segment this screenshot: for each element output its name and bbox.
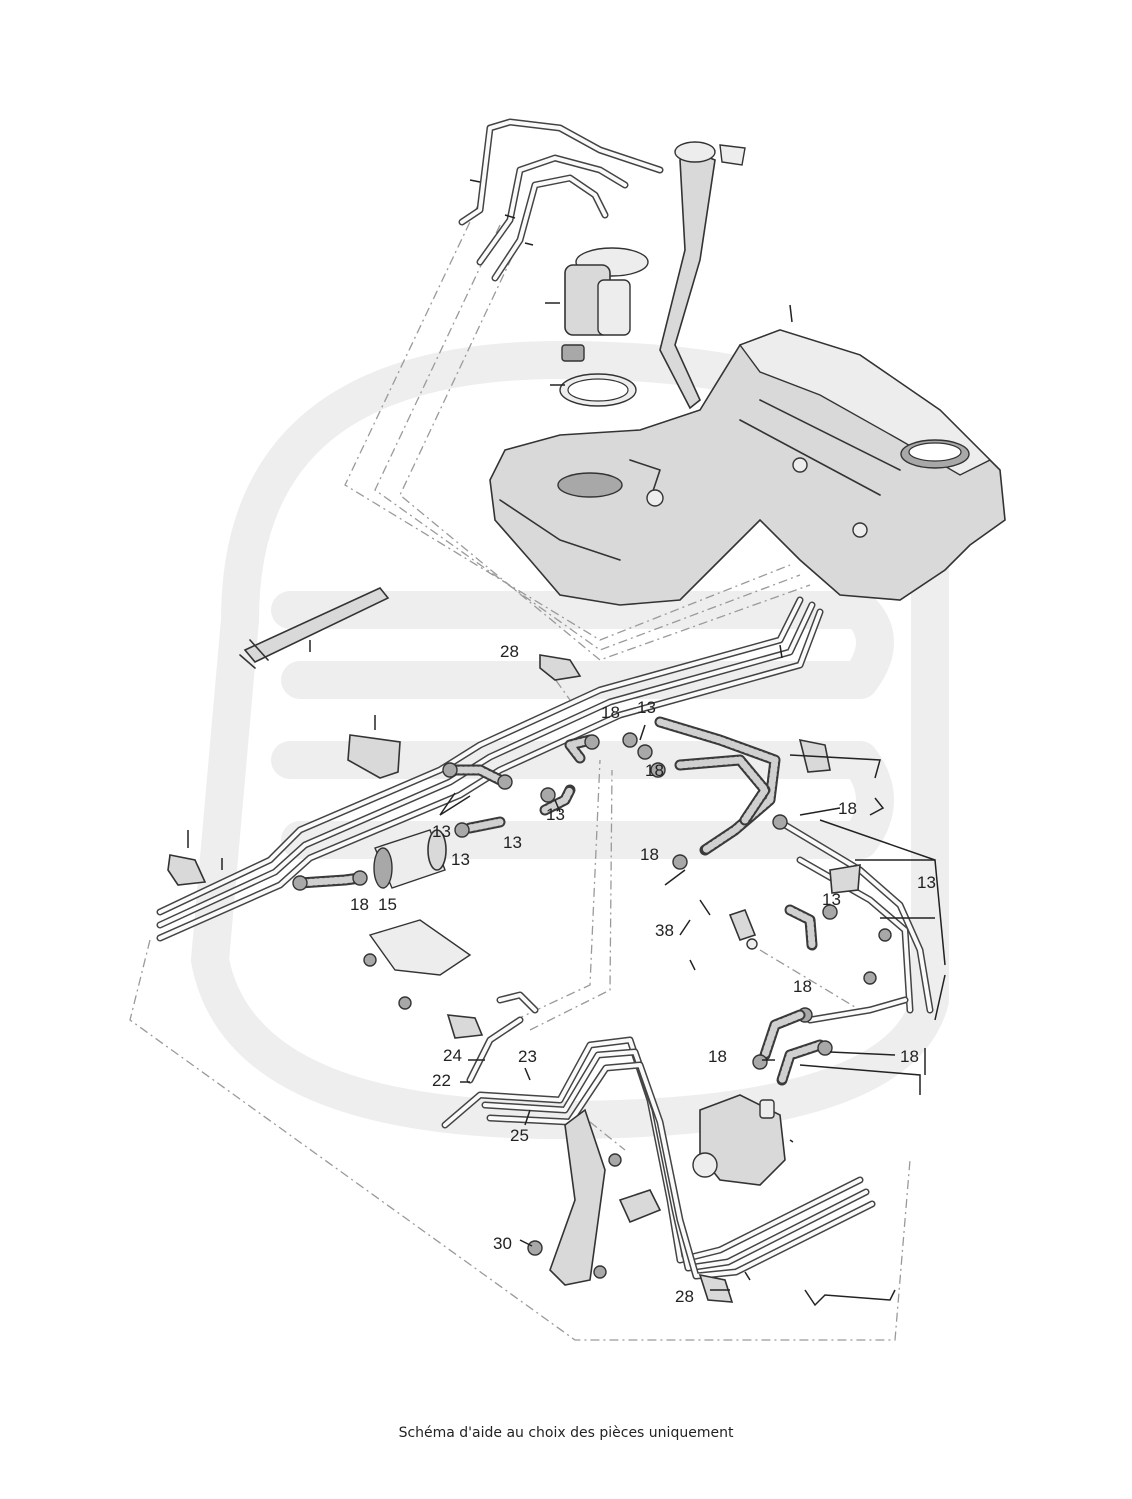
callout-13-d: 13 [503,833,522,852]
callout-23: 23 [518,1047,537,1066]
callout-30: 30 [493,1234,512,1253]
callout-18-d: 18 [640,845,659,864]
fuel-pump-module [559,247,649,407]
callout-18-f: 18 [793,977,812,996]
mid-hoses [292,732,666,891]
right-hose-assembly [654,716,934,1024]
clip-block-2 [167,854,207,886]
diagram-caption: Schéma d'aide au choix des pièces unique… [398,1425,734,1441]
callout-15: 15 [378,895,397,914]
callout-24: 24 [443,1046,462,1065]
lower-hoses [752,1009,833,1086]
callout-18-e: 18 [350,895,369,914]
pressure-sensor [728,909,758,950]
assembly-dash-lines [129,204,911,1341]
callout-13-g: 13 [822,890,841,909]
callout-28-bottom: 28 [675,1287,694,1306]
clip-multi [618,1189,662,1224]
upper-fuel-lines [458,118,664,282]
callout-38: 38 [655,921,674,940]
callout-18-b: 18 [645,761,664,780]
fuel-filter [373,829,447,889]
callout-13-a: 13 [637,698,656,717]
clip-28-top [539,654,582,681]
callout-13-f: 13 [917,873,936,892]
callout-18-h: 18 [900,1047,919,1066]
heat-shield-plate [363,919,472,1010]
connector-strip [239,587,390,669]
callout-13-e: 13 [451,850,470,869]
callout-13-b: 13 [432,822,451,841]
callout-13-c: 13 [546,805,565,824]
callout-18-g: 18 [708,1047,727,1066]
clip-28-bottom [698,1273,734,1303]
fuel-tank [489,329,1006,606]
lower-fuel-line-bundle [441,991,876,1280]
callout-28-top: 28 [500,642,519,661]
callout-labels: 28 18 13 13 13 13 18 18 13 18 15 18 13 1… [350,642,936,1306]
high-pressure-pump [692,1094,786,1186]
clip-24 [446,1014,484,1039]
callout-18-c: 18 [838,799,857,818]
callout-leaders [187,179,946,1307]
callout-18-a: 18 [601,703,620,722]
filler-neck [659,141,746,410]
mounting-bracket [527,1108,622,1286]
clip-block-1 [347,734,401,779]
callout-25: 25 [510,1126,529,1145]
callout-22: 22 [432,1071,451,1090]
